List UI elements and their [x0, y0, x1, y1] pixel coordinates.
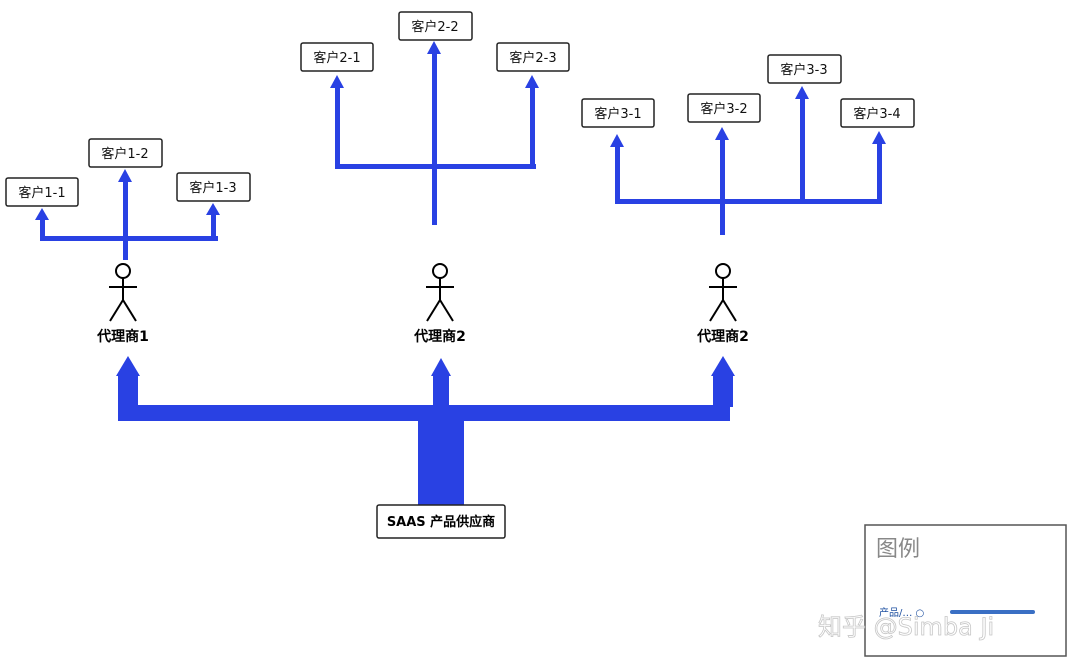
tree-branch	[877, 142, 882, 201]
client-node: 客户2-1	[300, 42, 374, 72]
arrow-icon	[872, 131, 886, 144]
client-label: 客户3-1	[594, 106, 641, 122]
trunk-stem	[418, 405, 464, 505]
supplier-label: SAAS 产品供应商	[387, 514, 495, 530]
tree-crossbar	[335, 164, 536, 169]
client-label: 客户3-4	[853, 106, 900, 122]
client-node: 客户3-2	[687, 93, 761, 123]
tree-stem	[123, 236, 128, 260]
agent-2: 代理商2	[413, 263, 466, 345]
agent-3: 代理商2	[696, 263, 749, 345]
legend-title: 图例	[876, 537, 920, 562]
client-label: 客户2-1	[313, 50, 360, 66]
client-label: 客户2-2	[411, 19, 458, 35]
client-label: 客户3-2	[700, 101, 747, 117]
trunk-branch-3	[713, 375, 733, 407]
arrow-icon	[610, 134, 624, 147]
tree-crossbar	[615, 199, 882, 204]
tree-stem	[432, 165, 437, 225]
arrow-icon	[715, 127, 729, 140]
client-node: 客户3-3	[767, 54, 842, 84]
tree-branch	[40, 218, 45, 238]
agent-label: 代理商1	[96, 328, 149, 345]
tree-crossbar	[40, 236, 218, 241]
client-label: 客户1-1	[18, 185, 65, 201]
client-node: 客户3-4	[840, 98, 915, 128]
tree-branch	[123, 180, 128, 238]
client-node: 客户2-3	[496, 42, 570, 72]
tree-branch	[432, 52, 437, 166]
arrow-icon	[525, 75, 539, 88]
arrow-icon	[35, 208, 49, 220]
client-label: 客户1-3	[189, 180, 236, 196]
person-icon	[109, 263, 137, 322]
watermark: 知乎 @Simba Ji	[818, 613, 994, 641]
client-tree-3	[610, 86, 886, 235]
client-tree-1	[35, 169, 220, 260]
tree-branch	[530, 86, 535, 166]
arrow-icon	[118, 169, 132, 182]
supplier-node: SAAS 产品供应商	[376, 504, 506, 539]
trunk-arrow-3	[711, 356, 735, 376]
trunk-branch-2	[433, 375, 449, 407]
legend-panel: 图例 产品/… ○	[864, 524, 1067, 657]
client-label: 客户1-2	[101, 146, 148, 162]
trunk-crossbar	[118, 405, 730, 421]
legend-item-label: 产品/… ○	[879, 606, 924, 619]
tree-branch	[720, 138, 725, 201]
client-tree-2	[330, 41, 539, 225]
arrow-icon	[427, 41, 441, 54]
client-node: 客户1-2	[88, 138, 163, 168]
legend-line	[950, 610, 1035, 614]
tree-branch	[211, 213, 216, 238]
client-node: 客户3-1	[581, 98, 655, 128]
arrow-icon	[330, 75, 344, 88]
arrow-icon	[206, 203, 220, 215]
agent-label: 代理商2	[413, 328, 466, 345]
client-label: 客户2-3	[509, 50, 556, 66]
agent-1: 代理商1	[96, 263, 149, 345]
tree-branch	[800, 97, 805, 201]
trunk-arrow-1	[116, 356, 140, 376]
person-icon	[426, 263, 454, 322]
supplier-trunk	[116, 356, 735, 505]
client-node: 客户1-1	[5, 177, 79, 207]
arrow-icon	[795, 86, 809, 99]
tree-branch	[615, 145, 620, 201]
agent-label: 代理商2	[696, 328, 749, 345]
person-icon	[709, 263, 737, 322]
trunk-arrow-2	[431, 358, 451, 376]
trunk-branch-1	[118, 375, 138, 407]
tree-branch	[335, 86, 340, 166]
client-node: 客户2-2	[398, 11, 473, 41]
client-label: 客户3-3	[780, 62, 827, 78]
client-node: 客户1-3	[176, 172, 251, 202]
tree-stem	[720, 200, 725, 235]
